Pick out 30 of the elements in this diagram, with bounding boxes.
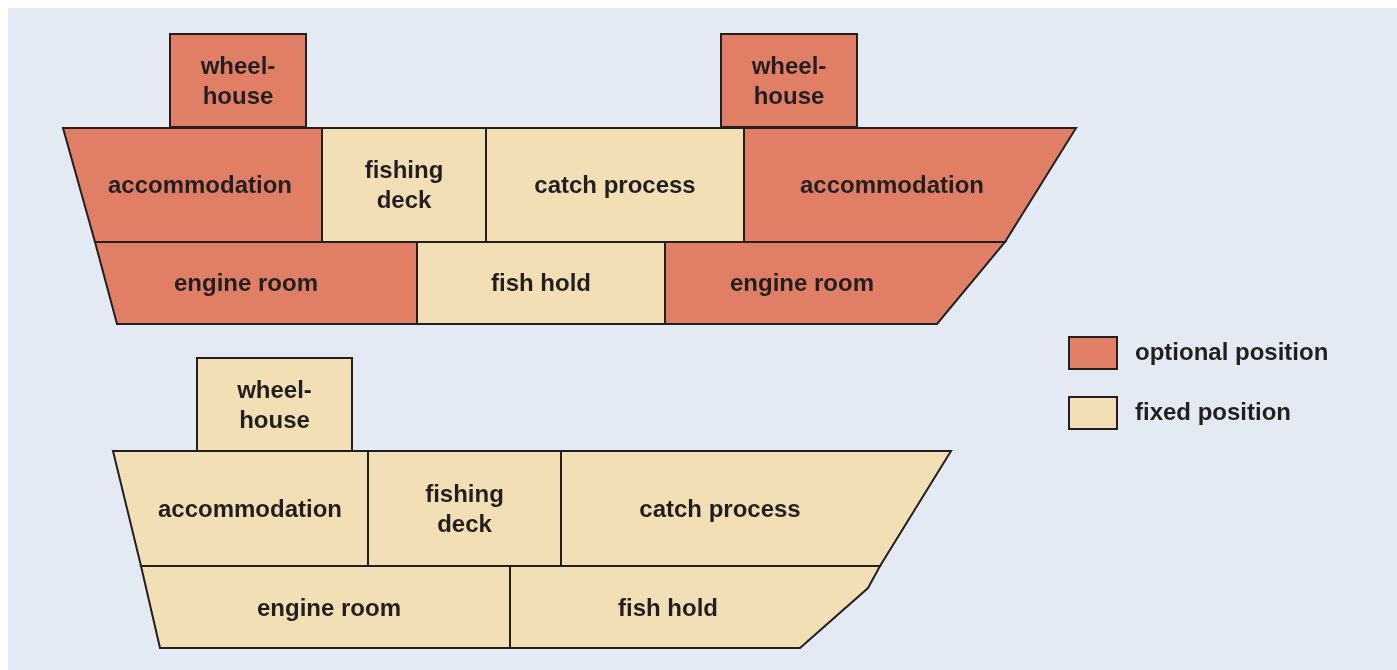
compartment-label: accommodation — [108, 170, 292, 200]
compartment-label: engine room — [257, 593, 401, 623]
compartment-label: wheel-house — [199, 50, 277, 111]
compartment-label: engine room — [174, 268, 318, 298]
compartment-block — [113, 451, 368, 566]
compartment-block — [170, 34, 306, 127]
compartment-label: fishing deck — [424, 478, 505, 539]
compartment-label: catch process — [534, 170, 696, 200]
compartment-block — [510, 566, 880, 648]
compartment-block — [721, 34, 857, 127]
compartment-block — [368, 451, 561, 566]
compartment-label: fish hold — [491, 268, 591, 298]
legend-label: fixed position — [1135, 398, 1291, 426]
compartment-block — [322, 128, 486, 242]
compartment-label: accommodation — [800, 170, 984, 200]
compartment-label: fish hold — [618, 593, 718, 623]
legend-label: optional position — [1135, 338, 1329, 366]
compartment-label: accommodation — [158, 494, 342, 524]
compartment-block — [197, 358, 352, 451]
compartment-block — [63, 128, 322, 242]
compartment-block — [665, 242, 1005, 324]
compartment-block — [417, 242, 665, 324]
compartment-label: fishing deck — [363, 155, 445, 215]
compartment-label: wheel-house — [750, 50, 828, 111]
compartment-block — [486, 128, 744, 242]
compartment-label: wheel-house — [236, 374, 313, 435]
compartment-label: engine room — [730, 268, 874, 298]
compartment-block — [141, 566, 510, 648]
compartment-label: catch process — [639, 494, 801, 524]
compartment-block — [95, 242, 417, 324]
